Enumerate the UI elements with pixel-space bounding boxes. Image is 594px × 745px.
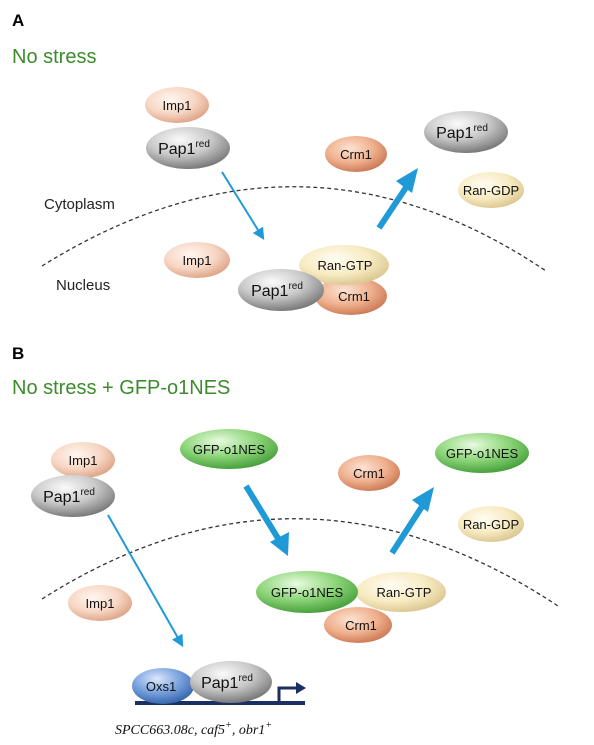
panel-a-crm1-cytoplasm: Crm1 (325, 136, 387, 172)
panel-a-title: No stress (12, 46, 96, 68)
panel-a-import-arrow (221, 171, 265, 241)
gfp-nes-label: GFP-o1NES (271, 585, 344, 600)
panel-b-oxs1: Oxs1 (132, 668, 194, 704)
ran-gdp-label: Ran-GDP (463, 517, 519, 532)
complex-ran-gtp (356, 572, 446, 612)
panel-b-title: No stress + GFP-o1NES (12, 377, 230, 399)
transcription-arrowhead (296, 682, 306, 694)
panel-b-imp1-cytoplasm: Imp1 (51, 442, 115, 478)
panel-b-imp1-nucleus: Imp1 (68, 585, 132, 621)
ran-gtp-label: Ran-GTP (318, 258, 373, 273)
gfp-nes-label: GFP-o1NES (446, 446, 519, 461)
panel-b-nes-import-arrow (243, 484, 289, 556)
panel-b-pap1-bound: Pap1red (190, 661, 272, 703)
complex-crm1 (315, 277, 387, 315)
panel-b-ran-gdp: Ran-GDP (458, 506, 524, 542)
pap1-label: Pap1red (158, 139, 210, 158)
pap1-label: Pap1red (201, 673, 253, 692)
imp1-label: Imp1 (183, 253, 212, 268)
panel-a-export-complex: Crm1 Ran-GTP Pap1red (238, 245, 389, 315)
crm1-label: Crm1 (338, 289, 370, 304)
panel-a-imp1-nucleus: Imp1 (164, 242, 230, 278)
panel-b-gfp-nes-exported: GFP-o1NES (435, 433, 529, 473)
complex-pap1 (238, 269, 324, 311)
complex-crm1 (324, 607, 392, 643)
panel-a-pap1-exported: Pap1red (424, 111, 508, 153)
panel-b-pap1-cytoplasm: Pap1red (31, 475, 115, 517)
panel-b-import-arrow (107, 514, 184, 648)
panel-a-imp1-cytoplasm: Imp1 (145, 87, 209, 123)
pap1-label: Pap1red (43, 487, 95, 506)
panel-a-nuclear-envelope (41, 186, 547, 272)
imp1-label: Imp1 (86, 596, 115, 611)
imp1-label: Imp1 (163, 98, 192, 113)
crm1-label: Crm1 (353, 466, 385, 481)
panel-b-letter: B (12, 344, 24, 363)
crm1-label: Crm1 (345, 618, 377, 633)
imp1-label: Imp1 (69, 453, 98, 468)
panel-a-pap1-cytoplasm: Pap1red (146, 127, 230, 169)
pap1-label: Pap1red (251, 281, 303, 300)
panel-b-export-arrow (389, 487, 434, 555)
panel-b-nuclear-envelope (41, 518, 559, 607)
oxs1-label: Oxs1 (146, 679, 176, 694)
complex-ran-gtp (299, 245, 389, 285)
panel-b-export-complex: Crm1 Ran-GTP GFP-o1NES (256, 571, 446, 643)
panel-a-letter: A (12, 11, 24, 30)
ran-gtp-label: Ran-GTP (377, 585, 432, 600)
pap1-label: Pap1red (436, 123, 488, 142)
panel-b-gfp-nes-cytoplasm: GFP-o1NES (180, 429, 278, 469)
panel-a-ran-gdp: Ran-GDP (458, 172, 524, 208)
complex-gfp-nes (256, 571, 358, 613)
ran-gdp-label: Ran-GDP (463, 183, 519, 198)
nucleus-label: Nucleus (56, 277, 110, 294)
panel-a-export-arrow (376, 168, 418, 230)
target-genes-label: SPCC663.08c, caf5+, obr1+ (115, 720, 272, 738)
crm1-label: Crm1 (340, 147, 372, 162)
panel-b-crm1-cytoplasm: Crm1 (338, 455, 400, 491)
cytoplasm-label: Cytoplasm (44, 196, 115, 213)
gfp-nes-label: GFP-o1NES (193, 442, 266, 457)
transcription-start-arrow (277, 686, 298, 703)
